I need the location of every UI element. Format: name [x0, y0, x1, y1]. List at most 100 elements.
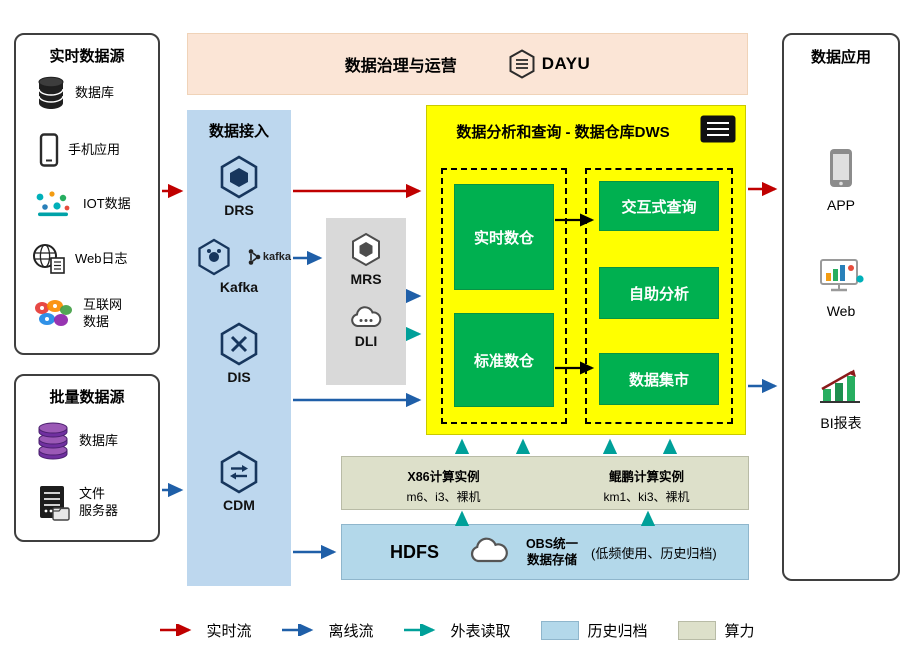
dayu-logo: DAYU — [509, 49, 591, 79]
source-item-label: 数据库 — [75, 84, 115, 100]
x86-instances: X86计算实例 m6、i3、裸机 — [342, 457, 545, 509]
dli-cloud-icon — [351, 306, 382, 327]
app-item-label: Web — [826, 303, 856, 319]
ingestion-item-drs: DRS — [187, 155, 291, 218]
source-item-database: 数据库 — [36, 75, 114, 111]
legend-label: 外表读取 — [450, 622, 511, 640]
legend-external-read: 外表读取 — [403, 620, 511, 641]
source-item-label: 互联网 数据 — [83, 297, 123, 329]
mrs-hexagon-icon — [352, 232, 380, 267]
x86-spec: m6、i3、裸机 — [406, 490, 481, 504]
purple-database-stack-icon — [38, 422, 68, 460]
obs-cloud-icon — [470, 537, 508, 563]
kafka-logo-icon — [248, 249, 261, 265]
processing-item-label: MRS — [350, 271, 382, 287]
source-item-iot: IOT数据 — [32, 189, 131, 219]
app-item-web: Web — [784, 257, 898, 319]
wordcloud-icon — [35, 299, 72, 326]
app-phone-icon — [830, 149, 852, 187]
legend-archive: 历史归档 — [540, 620, 648, 641]
module-self-service-analysis: 自助分析 — [599, 267, 719, 319]
legend-offline-flow: 离线流 — [281, 620, 373, 641]
governance-title: 数据治理与运营 — [344, 58, 457, 75]
ingestion-item-label: CDM — [223, 497, 255, 513]
compute-bar: X86计算实例 m6、i3、裸机 鲲鹏计算实例 km1、ki3、裸机 — [341, 456, 749, 510]
web-dashboard-icon — [820, 259, 864, 292]
obs-label: OBS统一 数据存储 — [525, 536, 579, 567]
kunpeng-spec: km1、ki3、裸机 — [603, 490, 690, 504]
compute-swatch — [677, 620, 716, 640]
bi-report-icon — [820, 369, 860, 403]
source-item-batch-database: 数据库 — [36, 420, 118, 462]
app-item-bi: BI报表 — [784, 367, 898, 433]
processing-panel: MRS DLI — [326, 218, 406, 385]
ingestion-panel: 数据接入 DRS — [187, 110, 291, 586]
file-server-icon — [40, 486, 70, 521]
archive-swatch — [540, 620, 579, 640]
source-item-mobile-app: 手机应用 — [39, 133, 120, 167]
processing-item-mrs: MRS — [326, 232, 406, 287]
dws-title: 数据分析和查询 - 数据仓库DWS — [456, 124, 670, 141]
legend: 实时流 离线流 外表读取 历史归档 算力 — [0, 612, 914, 648]
dws-panel: 数据分析和查询 - 数据仓库DWS 实时数仓 标准数仓 交互式查询 自助分析 数… — [426, 105, 746, 435]
ingestion-title: 数据接入 — [208, 123, 269, 140]
x86-title: X86计算实例 — [407, 470, 480, 484]
applications-title: 数据应用 — [810, 49, 871, 66]
legend-compute: 算力 — [677, 620, 755, 641]
dws-right-group-outline — [585, 168, 733, 424]
legend-label: 离线流 — [328, 622, 374, 640]
legend-label: 实时流 — [206, 622, 252, 640]
ingestion-item-label: DIS — [227, 369, 251, 385]
globe-document-icon — [33, 244, 65, 274]
dis-hexagon-icon — [220, 322, 258, 366]
ingestion-item-label: Kafka — [219, 279, 259, 295]
dayu-hexagon-icon — [509, 49, 535, 79]
app-item-label: BI报表 — [820, 415, 862, 431]
legend-label: 历史归档 — [587, 622, 648, 640]
batch-sources-title: 批量数据源 — [49, 389, 125, 406]
dws-left-group-outline — [441, 168, 567, 424]
cdm-hexagon-icon — [220, 450, 258, 494]
dws-document-icon — [700, 115, 736, 143]
source-item-file-server: 文件 服务器 — [38, 484, 118, 522]
ingestion-item-cdm: CDM — [187, 450, 291, 513]
hdfs-label: HDFS — [390, 541, 439, 562]
module-data-mart: 数据集市 — [599, 353, 719, 405]
iot-wordart-icon — [36, 191, 70, 217]
legend-realtime-flow: 实时流 — [159, 620, 251, 641]
kafka-hexagon-icon — [198, 238, 231, 276]
offline-flow-arrow-icon — [282, 624, 314, 636]
realtime-flow-arrow-icon — [160, 624, 192, 636]
source-item-label: 数据库 — [79, 432, 119, 448]
applications-panel: 数据应用 APP Web — [782, 33, 900, 581]
module-standard-dwh: 标准数仓 — [454, 313, 554, 407]
module-realtime-dwh: 实时数仓 — [454, 184, 554, 290]
storage-bar: HDFS OBS统一 数据存储 (低频使用、历史归档) — [341, 524, 749, 580]
kunpeng-title: 鲲鹏计算实例 — [608, 470, 684, 484]
dayu-logo-text: DAYU — [541, 54, 591, 73]
ingestion-item-dis: DIS — [187, 322, 291, 385]
database-icon — [38, 76, 64, 109]
kunpeng-instances: 鲲鹏计算实例 km1、ki3、裸机 — [545, 457, 748, 509]
module-interactive-query: 交互式查询 — [599, 181, 719, 231]
smartphone-icon — [39, 133, 59, 167]
source-item-label: IOT数据 — [83, 195, 131, 211]
governance-banner: 数据治理与运营 DAYU — [187, 33, 748, 95]
drs-hexagon-icon — [220, 155, 258, 199]
legend-label: 算力 — [724, 622, 755, 640]
ingestion-item-kafka: kafka Kafka — [187, 238, 291, 295]
batch-sources-panel: 批量数据源 数据库 — [14, 374, 160, 542]
kafka-logo: kafka — [247, 248, 291, 266]
realtime-sources-title: 实时数据源 — [49, 48, 125, 65]
processing-item-dli: DLI — [326, 304, 406, 349]
external-read-arrow-icon — [404, 624, 436, 636]
processing-item-label: DLI — [354, 333, 378, 349]
app-item-label: APP — [826, 197, 855, 213]
realtime-sources-panel: 实时数据源 数据库 手机应用 — [14, 33, 160, 355]
source-item-label: 文件 服务器 — [79, 486, 119, 518]
source-item-web-logs: Web日志 — [32, 243, 128, 275]
source-item-label: 手机应用 — [68, 141, 121, 157]
storage-note: (低频使用、历史归档) — [591, 545, 717, 561]
kafka-logo-text: kafka — [262, 251, 291, 263]
